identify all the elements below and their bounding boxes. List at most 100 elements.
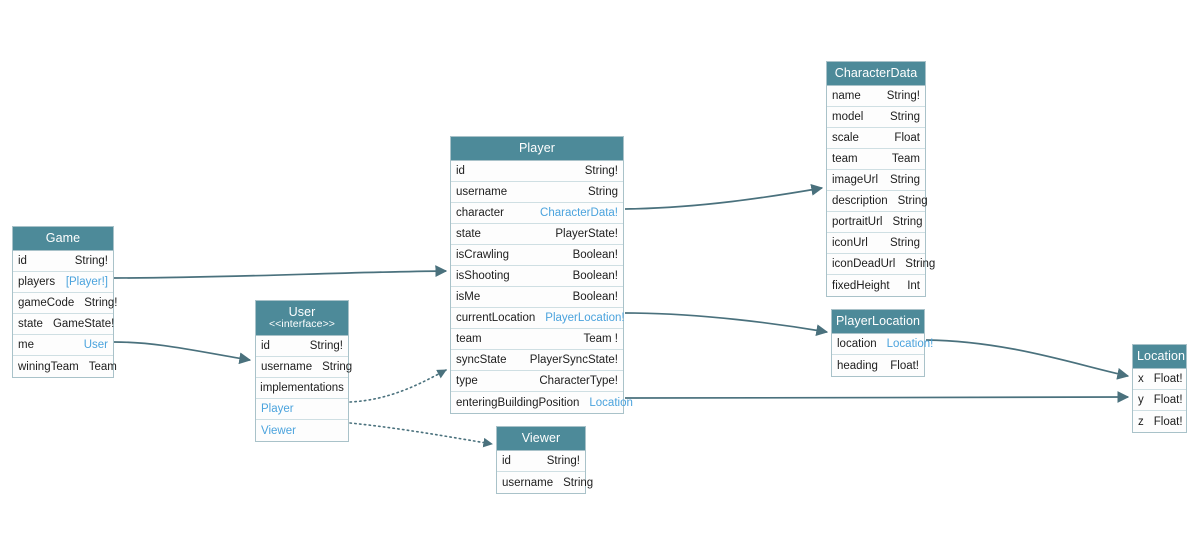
field-name: fixedHeight — [832, 279, 890, 292]
field-type: Float! — [890, 359, 919, 372]
field-type: Float! — [1153, 373, 1183, 386]
field-name: syncState — [456, 354, 507, 367]
field-name: implementations — [260, 382, 344, 395]
field-name: Player — [261, 403, 294, 416]
field-row[interactable]: Player — [256, 399, 348, 421]
field-type: Boolean! — [572, 291, 618, 304]
field-name: currentLocation — [456, 312, 536, 325]
edge-game-players-to-player — [113, 265, 448, 279]
field-type: Team ! — [583, 333, 618, 346]
entity-title: CharacterData — [834, 66, 918, 80]
entity-header-characterdata: CharacterData — [827, 62, 925, 87]
field-name: x — [1138, 373, 1144, 386]
edge-user-player-implementation — [349, 369, 447, 403]
field-name: id — [502, 455, 511, 468]
field-row[interactable]: fixedHeight Int — [827, 275, 925, 297]
field-type: String! — [886, 90, 920, 103]
field-type: GameState! — [52, 318, 115, 331]
field-row[interactable]: name String! — [827, 86, 925, 108]
field-name: isShooting — [456, 270, 510, 283]
field-name: username — [261, 361, 313, 374]
field-row[interactable]: username String — [256, 357, 352, 379]
field-name: team — [832, 153, 858, 166]
field-type: Team — [88, 360, 117, 373]
field-name: character — [456, 207, 504, 220]
field-type: Int — [907, 279, 920, 292]
field-row[interactable]: id String! — [13, 251, 113, 273]
field-row[interactable]: implementations — [256, 378, 348, 400]
field-type: Location! — [886, 338, 934, 351]
field-row[interactable]: isShooting Boolean! — [451, 266, 623, 288]
field-type: String — [897, 195, 928, 208]
field-row[interactable]: syncState PlayerSyncState! — [451, 350, 623, 372]
field-name: id — [18, 255, 27, 268]
entity-header-player: Player — [451, 137, 623, 162]
field-row[interactable]: Viewer — [256, 420, 348, 442]
field-row[interactable]: character CharacterData! — [451, 203, 623, 225]
entity-header-game: Game — [13, 227, 113, 252]
field-type: String — [905, 258, 936, 271]
field-row[interactable]: x Float! — [1133, 369, 1186, 391]
field-type: String — [889, 111, 920, 124]
entity-header-location: Location — [1133, 345, 1186, 370]
field-type: PlayerLocation! — [545, 312, 625, 325]
field-row[interactable]: y Float! — [1133, 390, 1186, 412]
field-type: Location — [589, 396, 633, 409]
field-name: id — [456, 165, 465, 178]
field-name: team — [456, 333, 482, 346]
field-type: Boolean! — [572, 270, 618, 283]
entity-header-viewer: Viewer — [497, 427, 585, 452]
field-name: y — [1138, 394, 1144, 407]
field-row[interactable]: team Team ! — [451, 329, 623, 351]
entity-title: PlayerLocation — [836, 314, 921, 328]
field-type: PlayerSyncState! — [529, 354, 618, 367]
field-type: String — [889, 174, 920, 187]
field-type: String! — [74, 255, 108, 268]
field-name: iconUrl — [832, 237, 868, 250]
field-type: String — [587, 186, 618, 199]
field-name: scale — [832, 132, 859, 145]
field-name: username — [502, 476, 554, 489]
field-name: id — [261, 340, 270, 353]
field-name: name — [832, 90, 861, 103]
field-row[interactable]: players[Player!] — [13, 272, 113, 294]
field-name: description — [832, 195, 888, 208]
field-type: Float! — [1153, 394, 1183, 407]
field-row[interactable]: currentLocation PlayerLocation! — [451, 308, 625, 330]
field-type: String — [322, 361, 353, 374]
field-row[interactable]: description String — [827, 191, 928, 213]
field-type: CharacterData! — [540, 207, 618, 220]
